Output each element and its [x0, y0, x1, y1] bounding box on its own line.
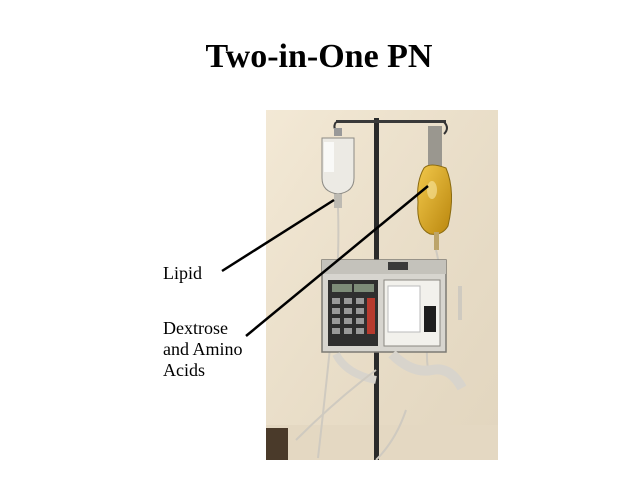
- dextrose-label-line-1: Dextrose: [163, 318, 228, 338]
- infusion-pump: [321, 259, 447, 353]
- dextrose-pointer-line: [245, 185, 429, 337]
- iv-hanger-bar: [336, 120, 446, 123]
- dextrose-amino-acids-label: Dextrose and Amino Acids: [163, 318, 243, 381]
- page-title: Two-in-One PN: [205, 38, 433, 75]
- iv-pole-photo: [266, 110, 498, 460]
- lipid-label: Lipid: [163, 263, 202, 283]
- dextrose-amino-bag: [417, 126, 452, 371]
- cart-base: [266, 428, 288, 460]
- dextrose-label-line-2: and Amino: [163, 339, 243, 359]
- lipid-pointer-line: [221, 198, 335, 273]
- dextrose-label-line-3: Acids: [163, 360, 205, 380]
